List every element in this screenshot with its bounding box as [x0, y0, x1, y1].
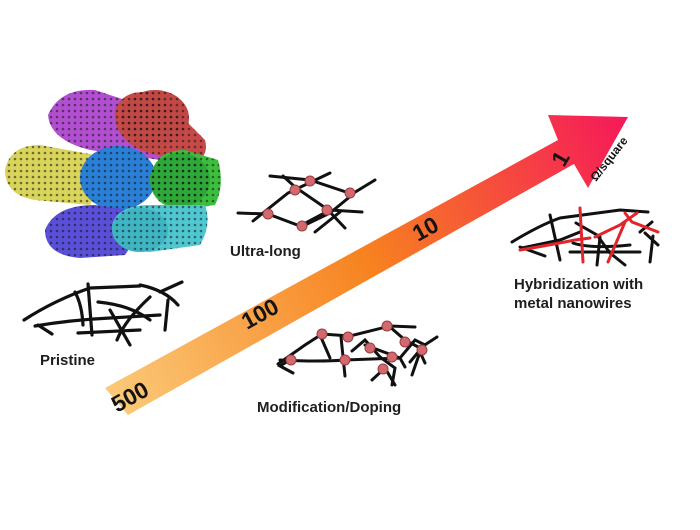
ultra-long-network — [236, 171, 377, 234]
label-modification-doping: Modification/Doping — [257, 399, 402, 416]
pristine-network — [22, 280, 184, 347]
cnt-tube-cyan — [112, 205, 208, 252]
label-hybridization-line1: Hybridization with — [514, 276, 644, 293]
cnt-bundle-illustration — [5, 89, 221, 258]
cnt-tube-yellow — [5, 145, 97, 205]
cnt-tube-red — [114, 90, 206, 165]
cnt-tube-blue — [80, 146, 156, 210]
sheet-resistance-arrow: 500 100 10 1 Ω/square — [105, 115, 631, 417]
arrow-shaft-and-head — [105, 115, 628, 415]
cnt-tube-violet — [45, 205, 134, 258]
label-pristine: Pristine — [40, 352, 96, 369]
label-ultra-long: Ultra-long — [230, 243, 301, 260]
cnt-tube-green — [150, 150, 221, 210]
hybrid-network — [510, 206, 660, 267]
label-hybridization-line2: metal nanowires — [514, 295, 632, 312]
doped-network — [276, 320, 439, 387]
